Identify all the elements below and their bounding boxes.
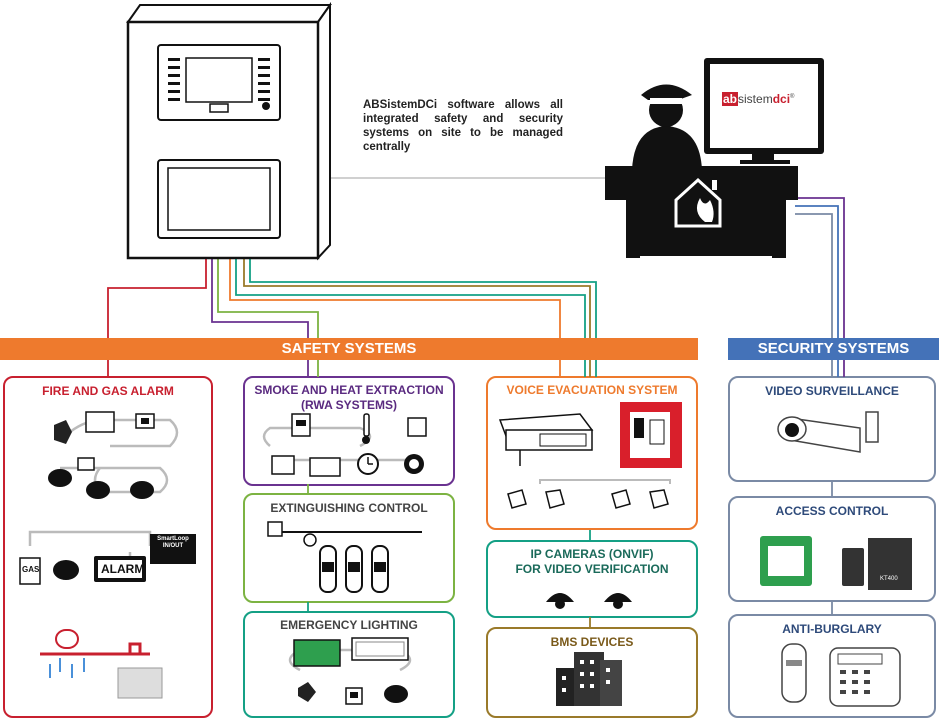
smartloop-line-1: SmartLoop bbox=[157, 536, 189, 542]
panel-title: VOICE EVACUATION SYSTEM bbox=[506, 383, 678, 397]
panel-title: ACCESS CONTROL bbox=[775, 504, 889, 518]
safety-systems-band: SAFETY SYSTEMS bbox=[0, 338, 698, 360]
smartloop-line-2: IN/OUT bbox=[162, 543, 184, 549]
panel-title: IP CAMERAS (ONVIF) bbox=[530, 547, 654, 561]
control-cabinet bbox=[126, 1, 332, 261]
panel-ip-cameras: IP CAMERAS (ONVIF) FOR VIDEO VERIFICATIO… bbox=[486, 540, 698, 618]
panel-title: SMOKE AND HEAT EXTRACTION bbox=[254, 383, 444, 397]
panel-access-control: ACCESS CONTROL bbox=[728, 496, 936, 602]
logo-word-sistem: sistem bbox=[738, 92, 773, 106]
panel-title: EMERGENCY LIGHTING bbox=[280, 618, 418, 632]
panel-title: EXTINGUISHING CONTROL bbox=[270, 501, 428, 515]
panel-title: ANTI-BURGLARY bbox=[782, 622, 882, 636]
logo-word-dci: dci bbox=[772, 92, 791, 106]
panel-bms-devices: BMS DEVICES bbox=[486, 627, 698, 718]
smartloop-label: SmartLoop IN/OUT bbox=[152, 536, 194, 550]
panel-video-surveillance: VIDEO SURVEILLANCE bbox=[728, 376, 936, 482]
panel-title: FIRE AND GAS ALARM bbox=[42, 384, 174, 398]
alarm-sign-label: ALARM bbox=[101, 562, 145, 576]
panel-smoke-heat-extraction: SMOKE AND HEAT EXTRACTION (RWA SYSTEMS) bbox=[243, 376, 455, 486]
panel-anti-burglary: ANTI-BURGLARY bbox=[728, 614, 936, 718]
logo-mark: ® bbox=[790, 94, 795, 100]
logo-prefix: ab bbox=[722, 92, 739, 106]
monitor-logo: absistemdci® bbox=[722, 92, 794, 106]
operator-workstation bbox=[605, 58, 824, 258]
kt400-label: KT400 bbox=[880, 576, 898, 582]
security-systems-band: SECURITY SYSTEMS bbox=[728, 338, 939, 360]
panel-extinguishing-control: EXTINGUISHING CONTROL bbox=[243, 493, 455, 603]
panel-subtitle: (RWA SYSTEMS) bbox=[300, 398, 397, 412]
panel-subtitle: FOR VIDEO VERIFICATION bbox=[515, 562, 669, 576]
description-text: ABSistemDCi software allows all integrat… bbox=[363, 99, 563, 153]
panel-emergency-lighting: EMERGENCY LIGHTING bbox=[243, 611, 455, 718]
panel-title: BMS DEVICES bbox=[550, 635, 634, 649]
panel-voice-evacuation: VOICE EVACUATION SYSTEM bbox=[486, 376, 698, 530]
panel-title: VIDEO SURVEILLANCE bbox=[765, 384, 899, 398]
gas-detector-label: GAS bbox=[22, 565, 40, 574]
